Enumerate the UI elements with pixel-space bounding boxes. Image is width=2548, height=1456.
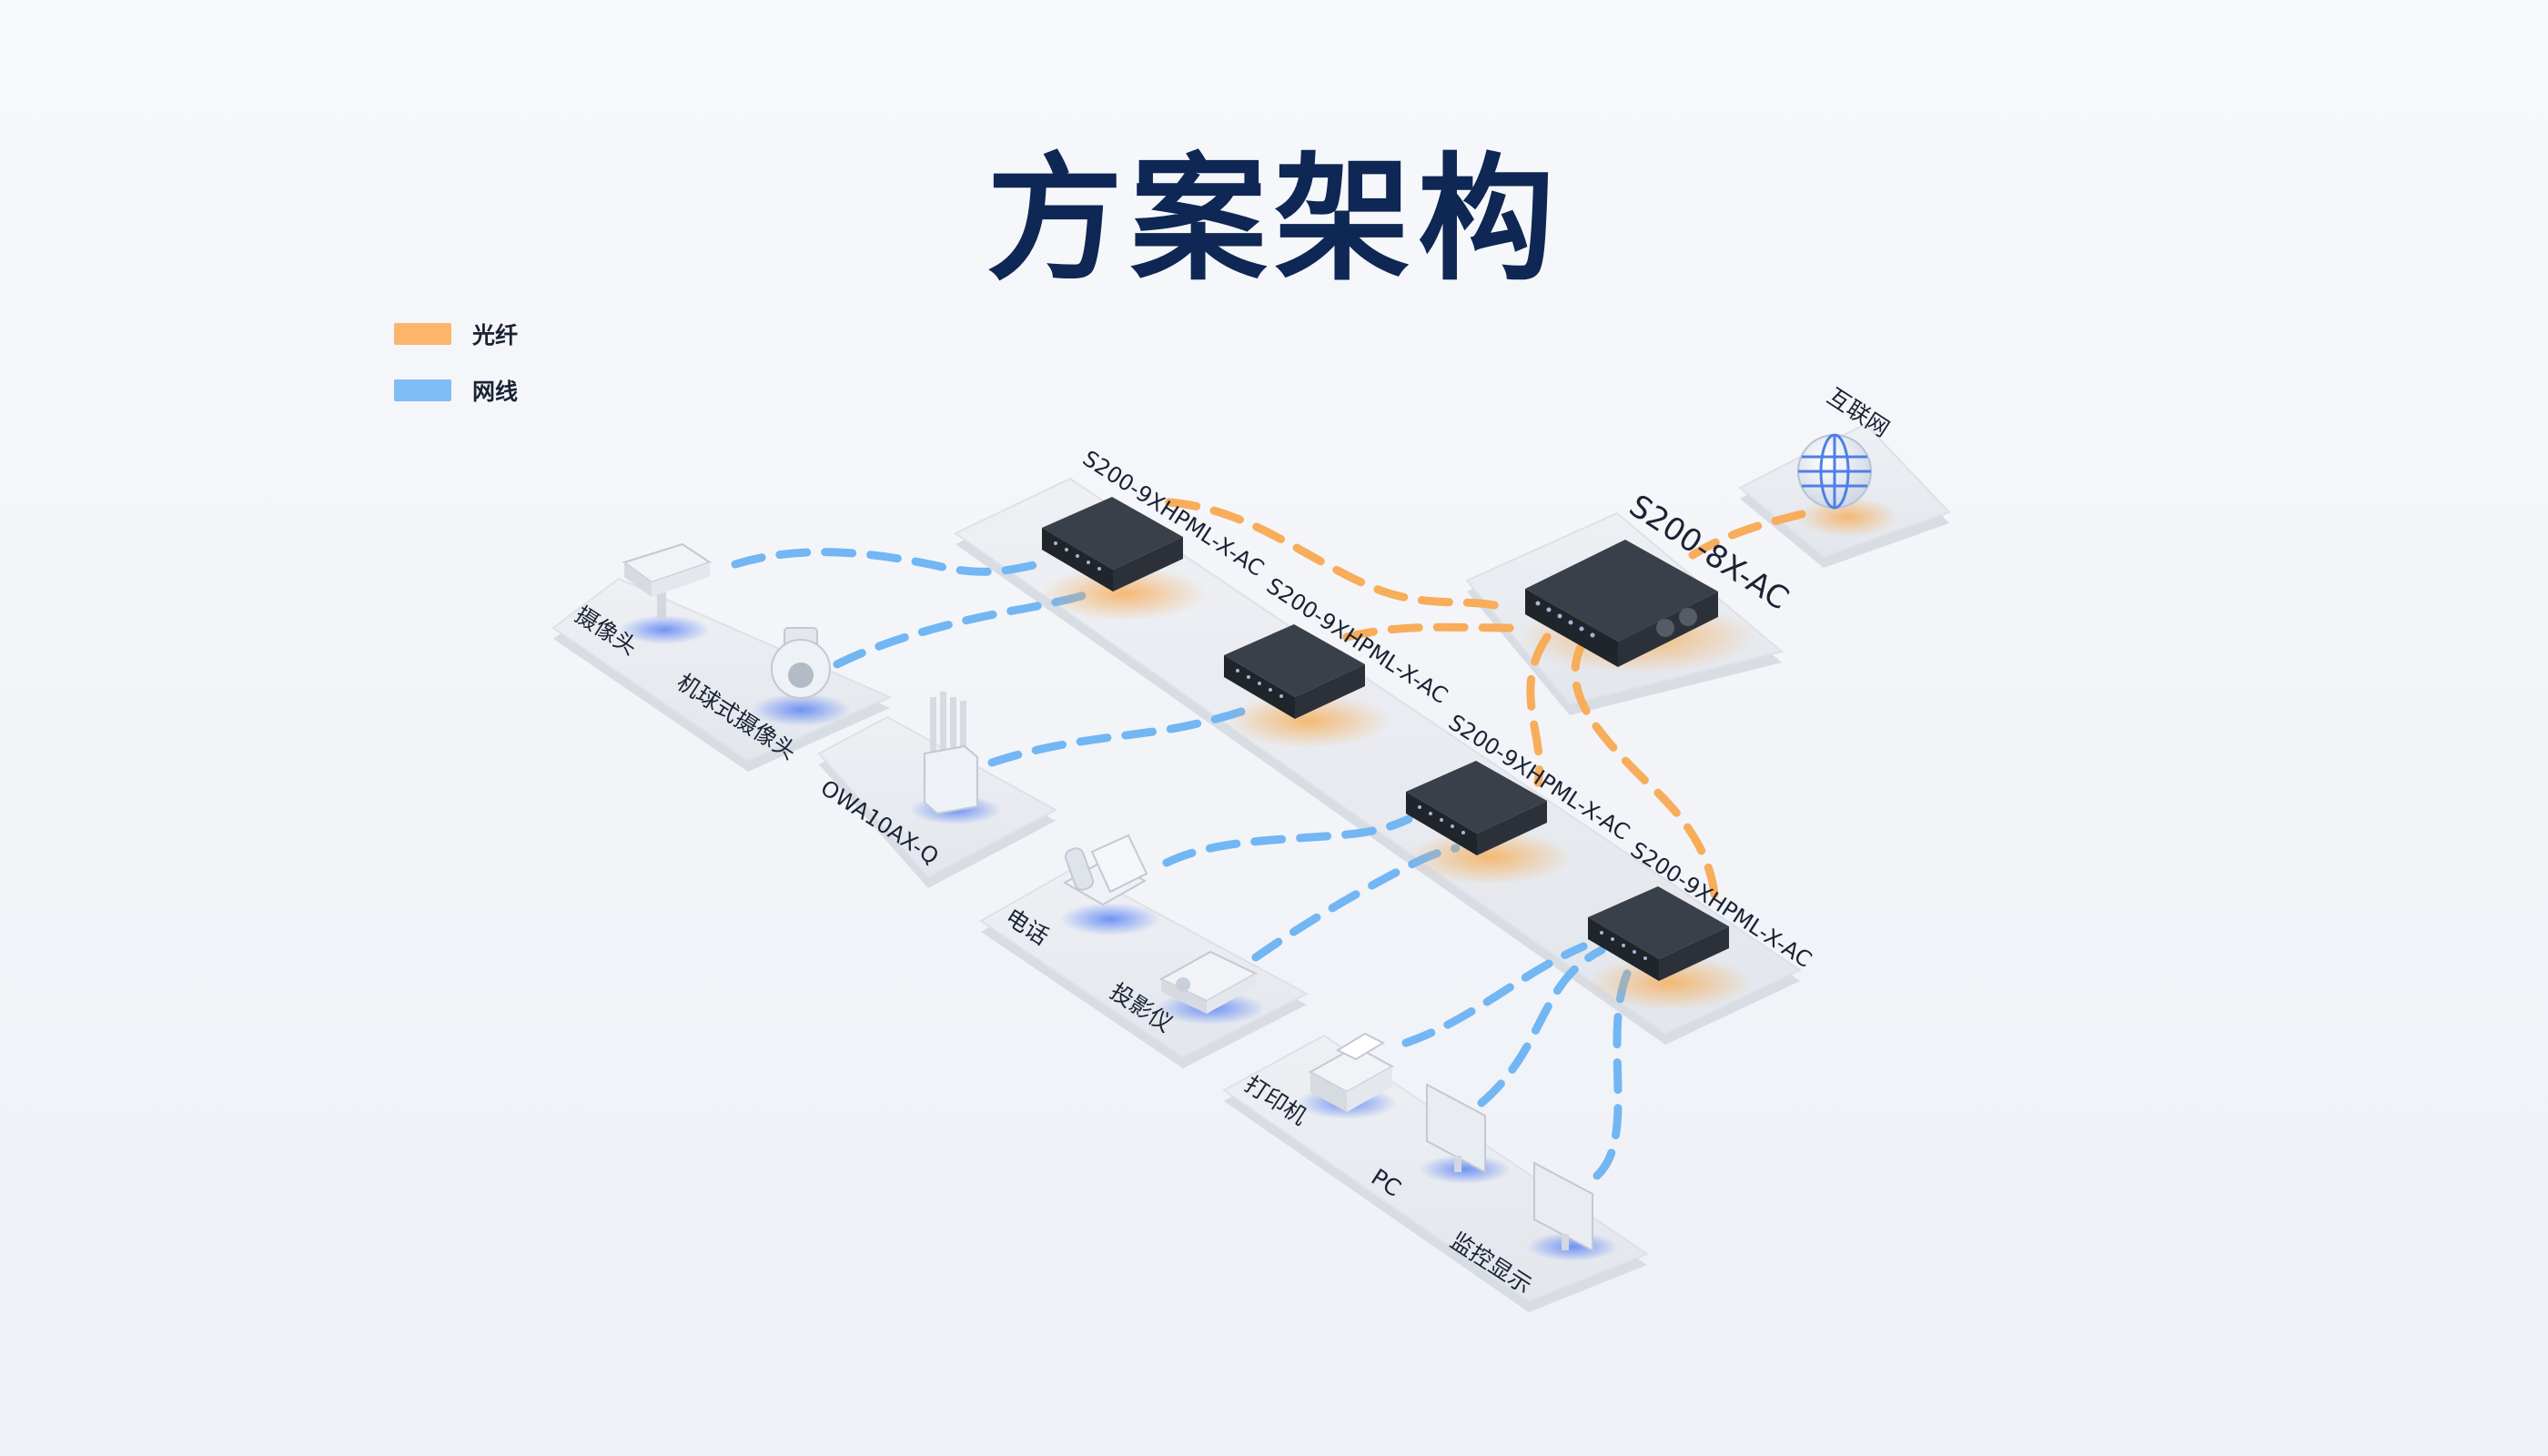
monitor-display-icon: [1527, 1161, 1618, 1261]
fiber-link-core-switch4: [1571, 637, 1720, 915]
page-title: 方案架构: [986, 141, 1562, 299]
fiber-link-core-switch2: [1342, 622, 1515, 642]
ethernet-link-phone: [1162, 814, 1413, 867]
access-switch-1: [1042, 497, 1206, 621]
ethernet-link-projector: [1251, 844, 1461, 962]
platforms: [551, 422, 1951, 1312]
core-switch: [1520, 540, 1756, 673]
fiber-swatch: [394, 323, 451, 345]
legend-item-fiber: 光纤: [394, 306, 518, 362]
fiber-link-core-switch1: [1165, 498, 1515, 614]
pc-monitor-icon: [1420, 1083, 1511, 1184]
internet-globe: [1797, 433, 1897, 537]
legend-label-ethernet: 网线: [472, 379, 519, 405]
fiber-links: [1165, 498, 1806, 915]
fiber-link-internet-core: [1688, 510, 1806, 560]
phone-icon: [1060, 834, 1160, 935]
printer-icon: [1297, 1032, 1397, 1119]
camera-icon: [619, 542, 713, 644]
access-switch-2: [1224, 624, 1390, 748]
legend-label-fiber: 光纤: [472, 322, 519, 349]
ethernet-link-camera: [731, 548, 1051, 576]
ethernet-link-pc: [1477, 945, 1606, 1107]
ethernet-swatch: [394, 379, 451, 401]
ap-icon: [910, 692, 1001, 824]
access-switch-3: [1406, 761, 1572, 885]
legend-item-ethernet: 网线: [394, 362, 518, 419]
access-switch-4: [1588, 886, 1752, 1010]
projector-icon: [1156, 950, 1265, 1025]
legend: 光纤 网线: [394, 306, 518, 419]
platform-phone-projector: [979, 866, 1309, 1068]
fiber-link-core-switch3: [1526, 632, 1552, 787]
ethernet-link-printer: [1401, 942, 1588, 1047]
dome-camera-icon: [751, 627, 851, 726]
ethernet-link-ap: [987, 703, 1256, 767]
